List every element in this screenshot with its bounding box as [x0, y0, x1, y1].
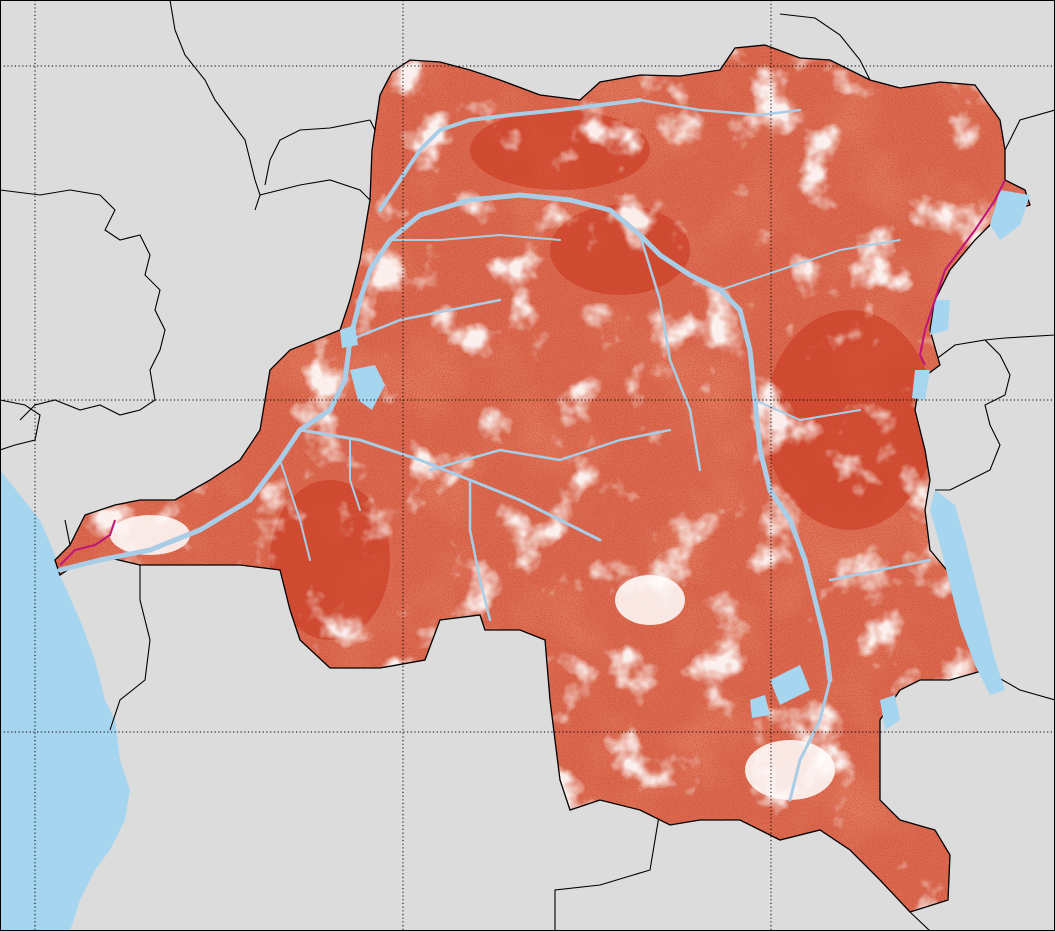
river-lualaba-upper	[788, 678, 832, 802]
cleared-south-central	[615, 575, 685, 625]
river-ruki	[348, 298, 502, 342]
river-network	[57, 98, 932, 802]
mangroves-park-boundary	[59, 519, 116, 566]
atlantic-ocean	[0, 470, 130, 931]
border-car-south	[264, 119, 371, 186]
lake-upemba	[770, 665, 810, 705]
river-lomami	[638, 233, 702, 472]
river-lulonga	[389, 234, 561, 241]
cleared-west	[110, 515, 190, 555]
lake-edward	[930, 300, 950, 335]
lake-kisale	[750, 695, 770, 718]
lake-tumba	[340, 325, 358, 348]
virunga-park-boundary	[918, 179, 1006, 366]
border-burundi-east	[984, 334, 1055, 341]
protected-area-boundaries	[59, 179, 1006, 566]
lake-tanganyika	[930, 490, 1005, 695]
river-sankuru	[428, 428, 672, 472]
lake-albert	[990, 190, 1030, 240]
river-lowa	[754, 399, 861, 421]
border-angola-zambia	[554, 809, 661, 931]
river-aruwimi	[719, 239, 901, 291]
river-tributary-west	[279, 459, 311, 561]
river-congo-main	[57, 192, 833, 683]
river-ubangi	[378, 98, 642, 212]
cleared-katanga	[745, 740, 835, 800]
river-lukuga	[828, 558, 932, 582]
lake-kivu	[912, 370, 930, 400]
border-zambia-east	[909, 911, 931, 931]
border-angola-north	[109, 565, 151, 731]
border-gabon-congo	[0, 399, 41, 451]
river-kwilu	[349, 439, 361, 511]
lake-mai-ndombe	[350, 365, 385, 410]
lakes	[340, 190, 1030, 730]
border-uganda	[1004, 109, 1055, 151]
border-sudan	[779, 13, 871, 81]
river-uele	[638, 98, 802, 117]
border-car-cameroon	[169, 0, 261, 211]
river-kwango	[468, 478, 492, 622]
lake-mweru	[880, 695, 900, 730]
border-congo-north	[0, 189, 166, 421]
